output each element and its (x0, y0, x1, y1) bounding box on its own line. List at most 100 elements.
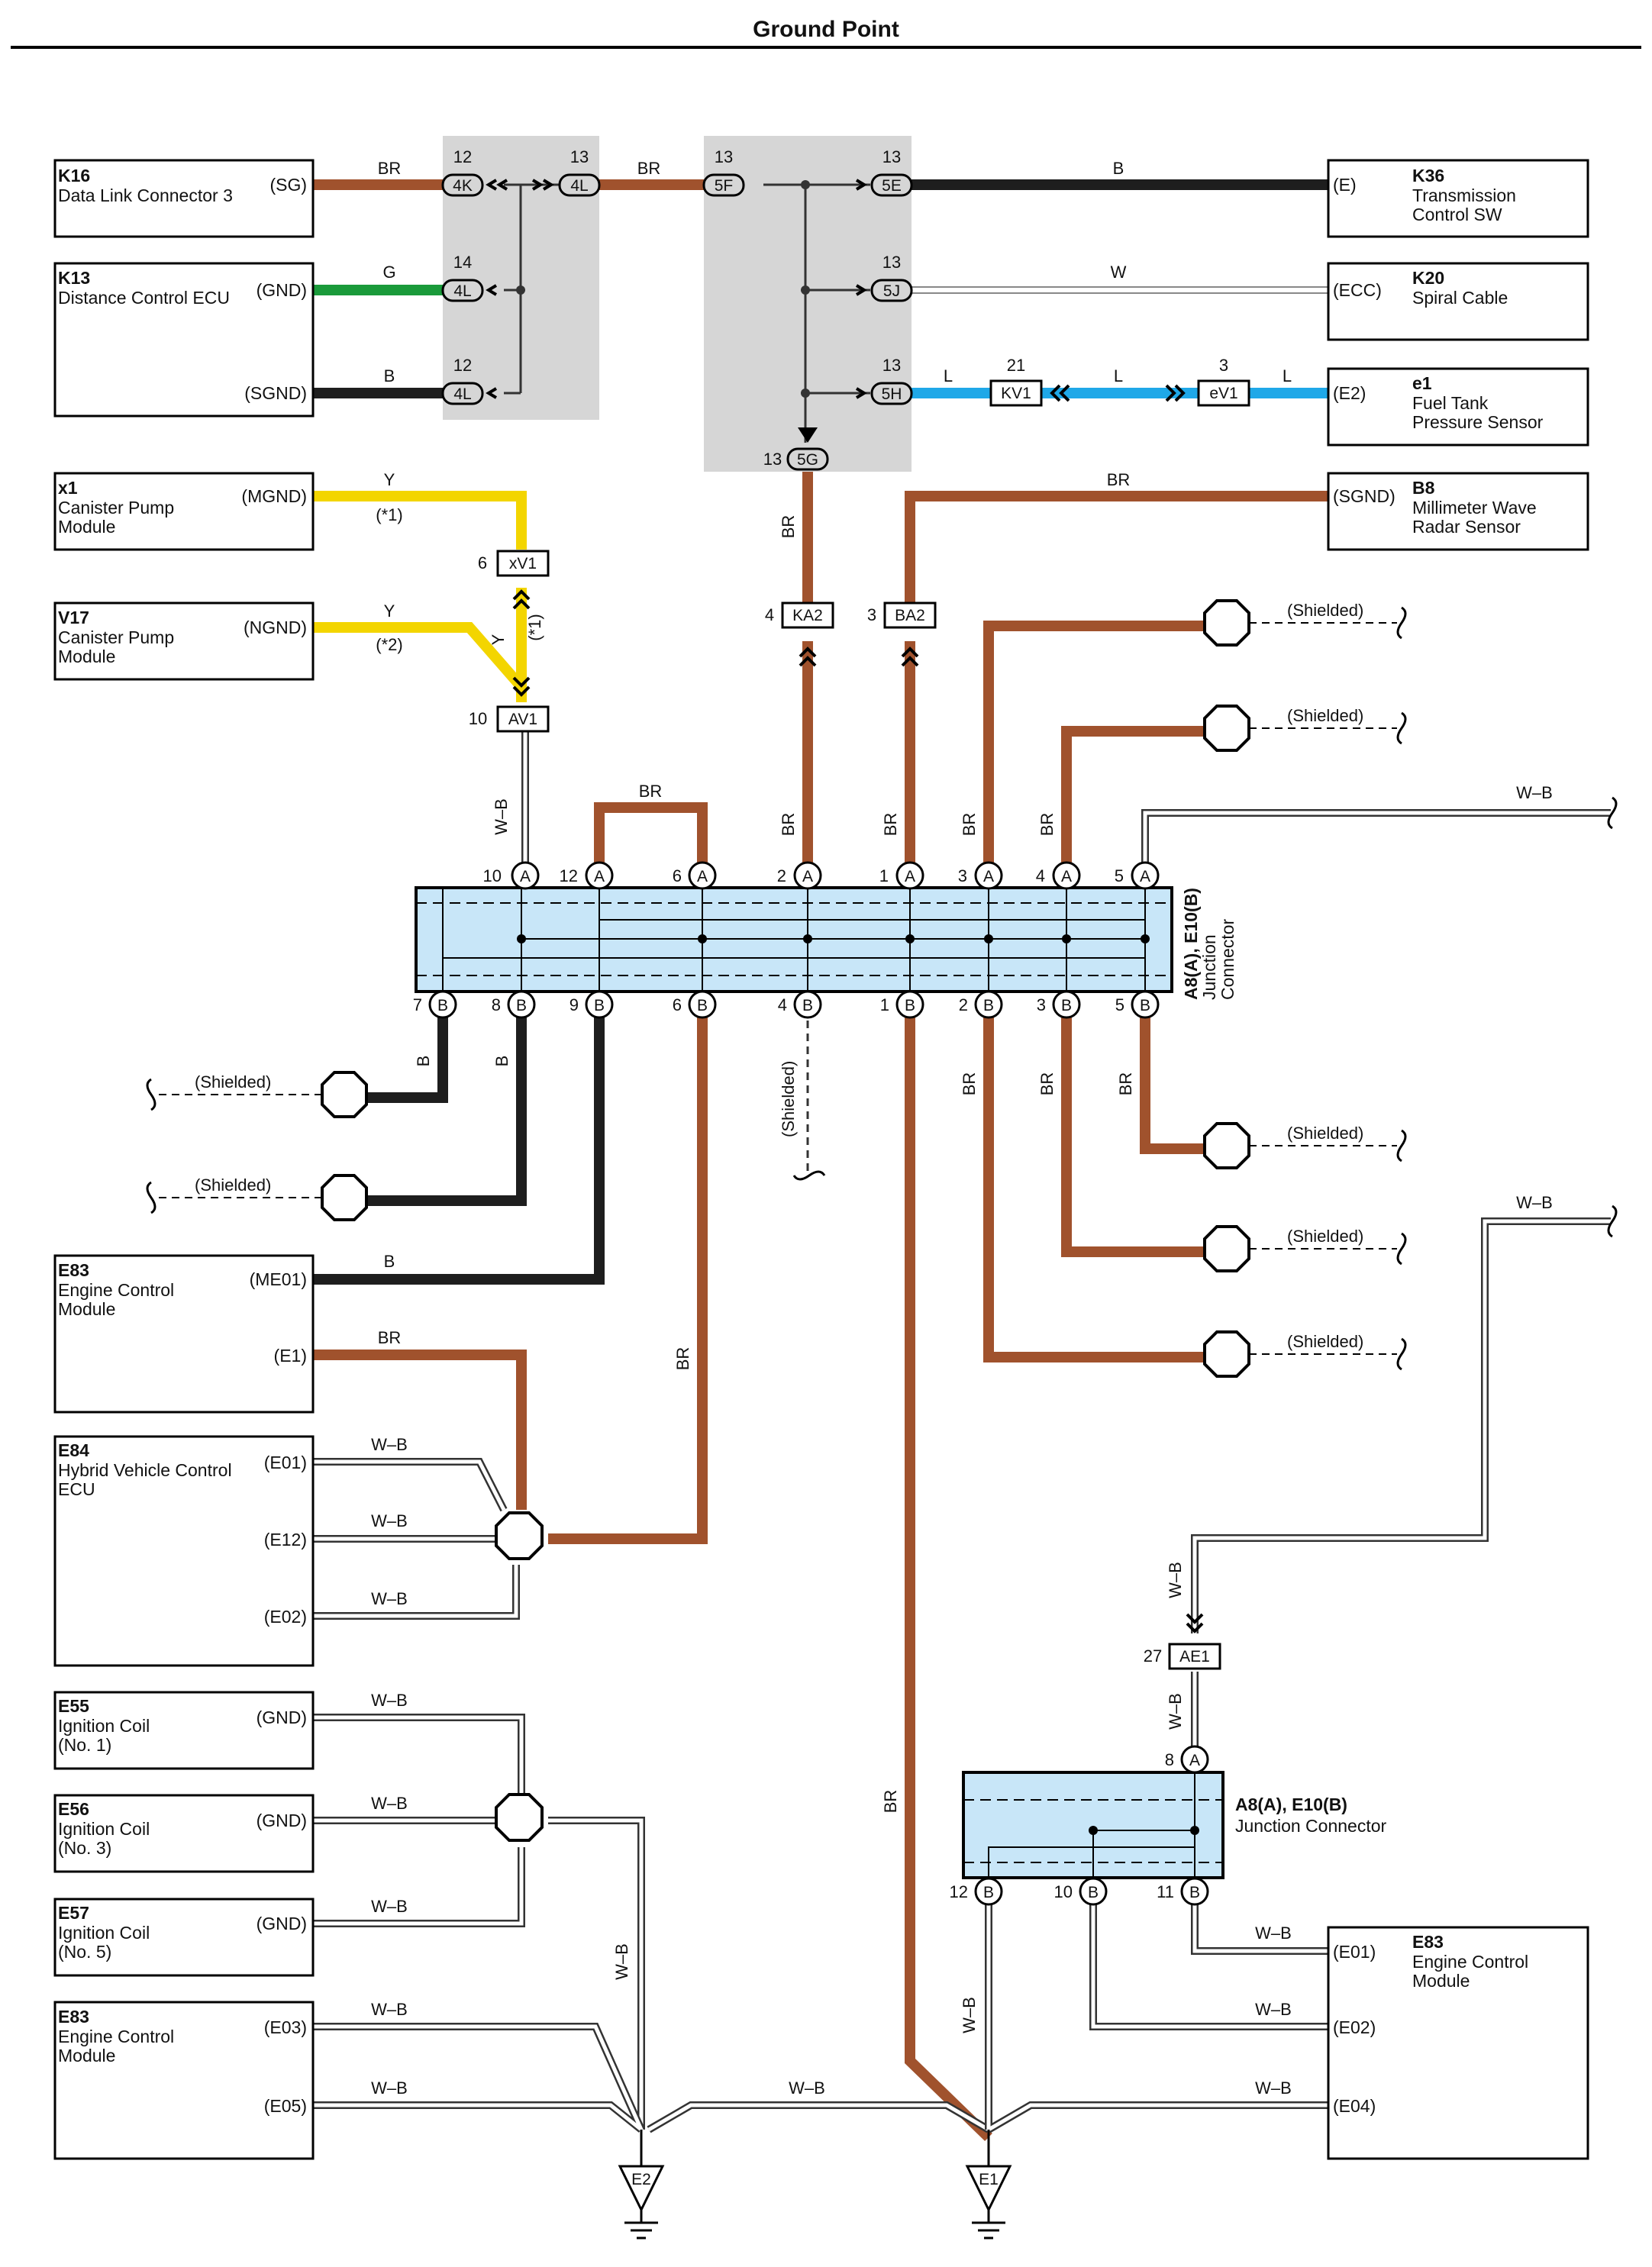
svg-text:(Shielded): (Shielded) (1287, 601, 1363, 620)
svg-text:9: 9 (569, 995, 579, 1014)
pin-label: (SG) (269, 175, 307, 195)
svg-text:B: B (384, 366, 395, 385)
component-code: K13 (58, 268, 90, 288)
svg-text:W–B: W–B (1166, 1693, 1185, 1730)
svg-text:12: 12 (950, 1882, 968, 1901)
shield-octagon (1203, 1122, 1250, 1169)
wire-b1-br (905, 1008, 992, 2142)
shield-octagon (1203, 1225, 1250, 1272)
junction-top-pins: A10 A12 A6 A2 A1 A3 A4 A5 (483, 861, 1160, 890)
component-e83-bottom-right: (E01) (E02) (E04) E83 Engine Control Mod… (1327, 1926, 1589, 2160)
wire-b6-br (548, 1008, 708, 1544)
component-k16: K16 Data Link Connector 3 (SG) (53, 159, 315, 238)
svg-text:L: L (944, 366, 953, 385)
svg-text:B: B (437, 997, 448, 1014)
wire-coil-splice-e2 (548, 1817, 645, 2130)
pin-number: 12 (453, 356, 472, 375)
svg-text:BR: BR (881, 813, 900, 837)
svg-text:1: 1 (880, 995, 889, 1014)
pin-number: 4 (765, 605, 774, 624)
svg-text:W–B: W–B (371, 2078, 408, 2098)
pin-small-b10: B 10 (1054, 1877, 1108, 1906)
svg-text:B: B (1061, 997, 1072, 1014)
connector-label: 5G (797, 451, 818, 469)
svg-text:B: B (594, 997, 605, 1014)
pin-b3: B3 (1037, 990, 1081, 1019)
connector-ba2: BA2 3 (867, 601, 937, 629)
pin-a2: A2 (777, 861, 822, 890)
wire-b3-br (1061, 1008, 1205, 1257)
junction-desc: Junction (1199, 934, 1219, 1000)
pin-label: (E12) (264, 1530, 307, 1549)
component-k13: K13 Distance Control ECU (GND) (SGND) (53, 262, 315, 418)
svg-text:BR: BR (960, 813, 979, 837)
wire-right-wb-ae1 (1191, 1217, 1611, 1748)
junction-desc: Junction Connector (1235, 1816, 1387, 1836)
component-name: Engine Control (58, 1280, 174, 1300)
pin-number: 6 (478, 553, 487, 572)
junction-connector-small: A8(A), E10(B) Junction Connector (962, 1771, 1387, 1879)
shield-labels: (Shielded) (Shielded) (Shielded) (Shield… (195, 601, 1363, 1351)
pin-number: 21 (1007, 356, 1025, 375)
svg-text:(*1): (*1) (376, 505, 402, 524)
pin-a12: A12 (560, 861, 614, 890)
connector-5j: 5J 13 (870, 253, 913, 302)
component-name: Distance Control ECU (58, 288, 230, 308)
svg-text:W–B: W–B (371, 1435, 408, 1454)
svg-text:BR: BR (779, 813, 798, 837)
connector-4l-mid: 4L 14 (441, 253, 484, 302)
svg-text:W–B: W–B (492, 798, 511, 835)
pin-label: (GND) (257, 1708, 307, 1727)
pin-number: 13 (882, 253, 901, 272)
svg-text:A: A (520, 868, 531, 885)
pin-number: 12 (453, 147, 472, 166)
component-name: Ignition Coil (58, 1716, 150, 1736)
pin-small-b12: B12 (950, 1877, 1003, 1906)
junction-name: A8(A), E10(B) (1181, 888, 1201, 1000)
shield-octagon (321, 1174, 368, 1221)
svg-text:A: A (697, 868, 708, 885)
connector-4l-top: 4L 13 (558, 147, 601, 197)
wire-labels: BR BR B G B W L L L BR Y (*1) Y (*2) Y (… (371, 159, 1553, 2098)
svg-text:6: 6 (673, 866, 682, 885)
svg-text:1: 1 (879, 866, 889, 885)
svg-text:A: A (905, 868, 915, 885)
svg-text:(Shielded): (Shielded) (779, 1061, 798, 1137)
svg-text:B: B (414, 1056, 433, 1067)
svg-text:(Shielded): (Shielded) (1287, 1332, 1363, 1351)
svg-text:Y: Y (384, 470, 395, 489)
wire-e2-e1-wb (647, 2101, 991, 2133)
svg-text:A: A (594, 868, 605, 885)
svg-text:B: B (1088, 1884, 1099, 1901)
component-name: Spiral Cable (1412, 288, 1508, 308)
pin-label: (NGND) (244, 618, 307, 637)
component-name: Millimeter Wave (1412, 498, 1537, 518)
pin-label: (E02) (264, 1607, 307, 1627)
connector-xv1: xV1 6 (478, 550, 550, 577)
svg-text:(Shielded): (Shielded) (1287, 706, 1363, 725)
connector-label: BA2 (895, 607, 925, 624)
svg-text:8: 8 (1165, 1750, 1174, 1769)
wire-b7-b (366, 1008, 448, 1103)
svg-text:BR: BR (637, 159, 661, 178)
wire-b8-ba2-br (905, 491, 1328, 603)
connector-label: xV1 (509, 555, 537, 572)
pin-b9: B9 (569, 990, 614, 1019)
pin-a6: A6 (673, 861, 717, 890)
svg-text:B: B (697, 997, 708, 1014)
wire-small-junction-wb (985, 1893, 1328, 2133)
connector-label: 5F (715, 177, 734, 195)
connector-5h: 5H 13 (870, 356, 913, 405)
svg-text:Y: Y (384, 601, 395, 621)
wire-x1-y (313, 491, 527, 550)
component-e57: E57 Ignition Coil (No. 5) (GND) (53, 1898, 315, 1977)
component-code: E84 (58, 1440, 89, 1460)
component-name: ECU (58, 1479, 95, 1499)
svg-text:BR: BR (639, 782, 663, 801)
svg-text:10: 10 (1054, 1882, 1073, 1901)
component-name: Control SW (1412, 205, 1502, 224)
connector-label: 4K (453, 177, 473, 195)
svg-text:W–B: W–B (1255, 2000, 1292, 2019)
splice-internal-right (763, 183, 870, 443)
